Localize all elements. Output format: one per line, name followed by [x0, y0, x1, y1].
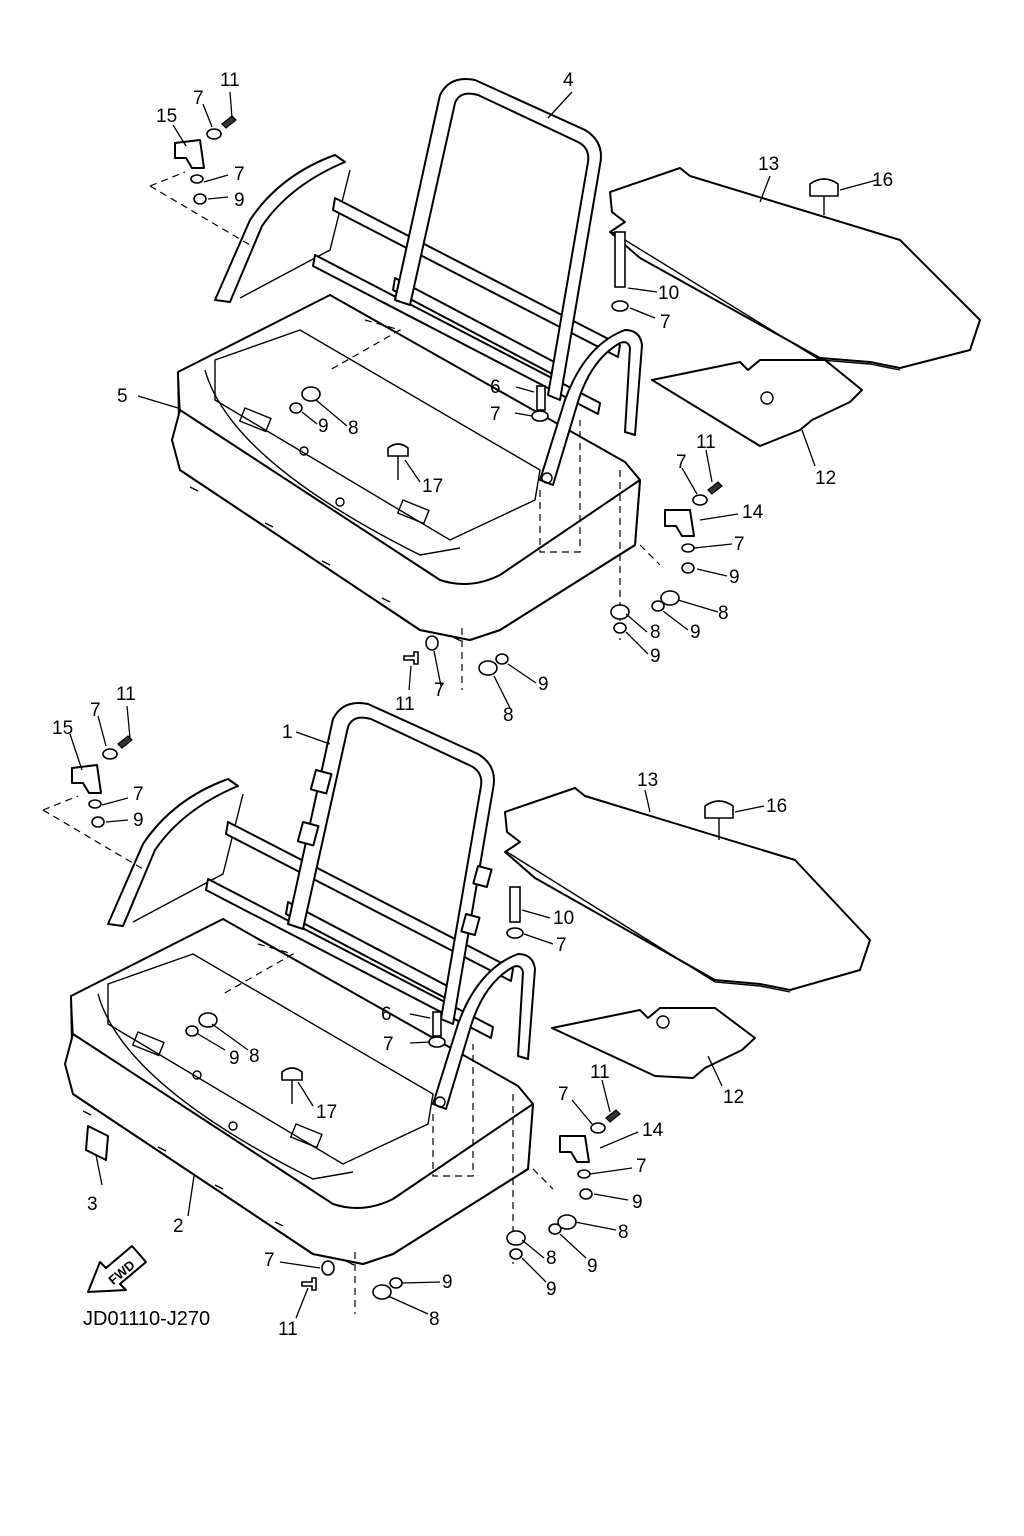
callout-11: 11 — [278, 1319, 298, 1340]
callout-9: 9 — [538, 674, 549, 695]
callout-9: 9 — [587, 1256, 598, 1277]
lower-panel-12 — [551, 1007, 756, 1079]
callout-7: 7 — [660, 312, 671, 333]
upper-hardware — [190, 115, 839, 676]
callout-15: 15 — [156, 106, 177, 127]
callout-5: 5 — [117, 386, 128, 407]
lower-leaders — [69, 705, 765, 1319]
lower-hardware — [88, 735, 734, 1300]
callout-9: 9 — [650, 646, 661, 667]
callout-13: 13 — [758, 154, 779, 175]
callout-7: 7 — [383, 1034, 394, 1055]
callout-11: 11 — [220, 70, 240, 91]
callout-16: 16 — [872, 170, 893, 191]
callout-8: 8 — [429, 1309, 440, 1330]
lower-assembly: 1 3 2 11 7 15 7 9 10 7 6 7 9 8 17 16 13 … — [42, 684, 871, 1340]
callout-3: 3 — [87, 1194, 98, 1215]
callout-9: 9 — [690, 622, 701, 643]
callout-2: 2 — [173, 1216, 184, 1237]
upper-panel-12 — [651, 359, 863, 447]
callout-4: 4 — [563, 70, 574, 91]
callout-16: 16 — [766, 796, 787, 817]
lower-callouts: 1 3 2 11 7 15 7 9 10 7 6 7 9 8 17 16 13 … — [52, 684, 787, 1340]
callout-11: 11 — [395, 694, 415, 715]
callout-8: 8 — [503, 705, 514, 726]
upper-assembly: 4 5 11 7 15 7 9 10 7 6 7 9 8 17 16 13 12… — [117, 70, 981, 726]
callout-11: 11 — [696, 432, 716, 453]
upper-panel-13 — [609, 167, 981, 369]
callout-13: 13 — [637, 770, 658, 791]
callout-7: 7 — [556, 935, 567, 956]
upper-leaders — [137, 91, 878, 709]
callout-7: 7 — [133, 784, 144, 805]
callout-9: 9 — [229, 1048, 240, 1069]
callout-7: 7 — [734, 534, 745, 555]
callout-9: 9 — [234, 190, 245, 211]
callout-8: 8 — [249, 1046, 260, 1067]
callout-7: 7 — [90, 700, 101, 721]
callout-8: 8 — [348, 418, 359, 439]
upper-callouts: 4 5 11 7 15 7 9 10 7 6 7 9 8 17 16 13 12… — [117, 70, 893, 726]
callout-8: 8 — [546, 1248, 557, 1269]
callout-8: 8 — [650, 622, 661, 643]
callout-12: 12 — [723, 1087, 744, 1108]
callout-7: 7 — [234, 164, 245, 185]
callout-8: 8 — [718, 603, 729, 624]
callout-1: 1 — [282, 722, 293, 743]
callout-14: 14 — [642, 1120, 664, 1141]
callout-9: 9 — [632, 1192, 643, 1213]
fwd-arrow-icon: FWD — [87, 1245, 147, 1293]
callout-7: 7 — [434, 680, 445, 701]
callout-7: 7 — [636, 1156, 647, 1177]
callout-6: 6 — [490, 377, 501, 398]
callout-7: 7 — [193, 88, 204, 109]
callout-9: 9 — [318, 416, 329, 437]
callout-9: 9 — [546, 1279, 557, 1300]
callout-7: 7 — [558, 1084, 569, 1105]
callout-14: 14 — [742, 502, 764, 523]
callout-15: 15 — [52, 718, 73, 739]
callout-17: 17 — [422, 476, 443, 497]
callout-7: 7 — [264, 1250, 275, 1271]
diagram-code: JD01110-J270 — [83, 1308, 210, 1330]
callout-11: 11 — [590, 1062, 610, 1083]
callout-7: 7 — [676, 452, 687, 473]
callout-9: 9 — [729, 567, 740, 588]
callout-10: 10 — [658, 283, 679, 304]
callout-10: 10 — [553, 908, 574, 929]
lower-panel-13 — [504, 787, 871, 991]
callout-11: 11 — [116, 684, 136, 705]
callout-12: 12 — [815, 468, 836, 489]
callout-6: 6 — [381, 1004, 392, 1025]
callout-8: 8 — [618, 1222, 629, 1243]
callout-7: 7 — [490, 404, 501, 425]
callout-9: 9 — [442, 1272, 453, 1293]
callout-9: 9 — [133, 810, 144, 831]
callout-17: 17 — [316, 1102, 337, 1123]
